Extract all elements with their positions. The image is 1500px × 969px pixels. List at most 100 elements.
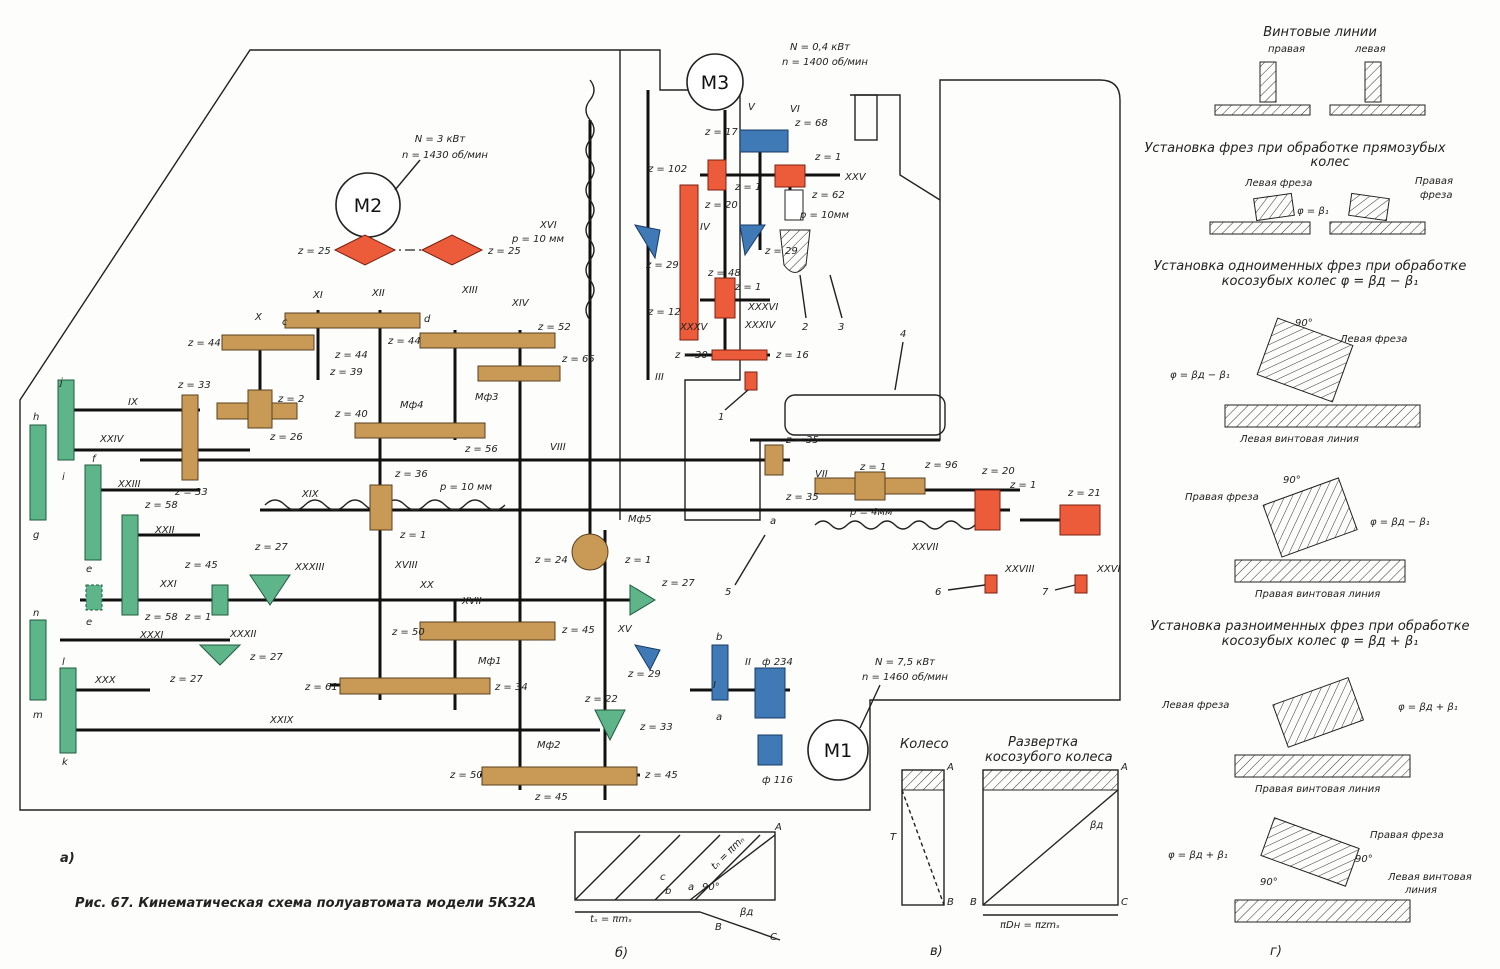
- svg-text:z = 45: z = 45: [644, 770, 678, 781]
- svg-text:z = 16: z = 16: [775, 350, 809, 361]
- machine-outline: [19, 49, 1121, 811]
- svg-text:p = 10 мм: p = 10 мм: [511, 234, 565, 245]
- svg-text:г): г): [1270, 944, 1282, 959]
- svg-text:z = 1: z = 1: [814, 152, 841, 163]
- svg-text:M2: M2: [354, 195, 382, 217]
- svg-text:5: 5: [725, 587, 731, 598]
- svg-text:Установка разноименных фрез пр: Установка разноименных фрез при обработк…: [1151, 619, 1470, 634]
- change-gear-letters: h j i f g e e n l m k a b c d a: [33, 314, 776, 768]
- svg-text:tₛ = πmₛ: tₛ = πmₛ: [590, 914, 632, 925]
- svg-text:XXX: XXX: [94, 675, 117, 686]
- svg-text:l: l: [62, 657, 65, 668]
- svg-text:z = 1: z = 1: [184, 612, 211, 623]
- panel-b: A B C a b c tₛ = πmₛ tₙ = πmₙ 90° βд б): [574, 822, 782, 961]
- svg-text:Развертка: Развертка: [1008, 735, 1078, 750]
- svg-text:p = 4мм: p = 4мм: [849, 507, 893, 518]
- motor-m1: M1 N = 7,5 кВт n = 1460 об/мин: [807, 657, 948, 781]
- svg-text:e: e: [86, 564, 92, 575]
- svg-text:n: n: [33, 608, 39, 619]
- svg-text:N = 7,5 кВт: N = 7,5 кВт: [875, 657, 936, 668]
- svg-text:z = 62: z = 62: [811, 190, 845, 201]
- svg-text:косозубого колеса: косозубого колеса: [985, 750, 1113, 765]
- svg-text:VI: VI: [790, 104, 800, 115]
- svg-text:n = 1430 об/мин: n = 1430 об/мин: [402, 149, 488, 161]
- svg-text:a: a: [716, 712, 722, 723]
- svg-text:z = 96: z = 96: [924, 460, 958, 471]
- svg-text:n = 1400 об/мин: n = 1400 об/мин: [782, 56, 868, 68]
- svg-text:I: I: [713, 680, 716, 691]
- svg-text:z = 36: z = 36: [394, 469, 428, 480]
- svg-text:z = 27: z = 27: [169, 674, 203, 685]
- svg-text:z = 65: z = 65: [561, 354, 595, 365]
- svg-text:z = 68: z = 68: [794, 118, 828, 129]
- svg-text:XIII: XIII: [461, 285, 478, 296]
- gear-labels: z = 25 z = 25 z = 44 z = 44 z = 44 z = 5…: [144, 118, 1101, 803]
- svg-text:ф 116: ф 116: [762, 775, 793, 786]
- svg-text:M1: M1: [824, 740, 852, 762]
- svg-text:z = 27: z = 27: [661, 578, 695, 589]
- svg-text:Винтовые линии: Винтовые линии: [1263, 25, 1377, 40]
- svg-text:z = 45: z = 45: [184, 560, 218, 571]
- svg-text:XXIII: XXIII: [117, 479, 141, 490]
- svg-text:Правая фреза: Правая фреза: [1185, 492, 1259, 503]
- svg-text:z = 21: z = 21: [1067, 488, 1101, 499]
- svg-text:XII: XII: [371, 288, 385, 299]
- svg-text:z = 102: z = 102: [647, 164, 687, 175]
- svg-text:Мф3: Мф3: [475, 392, 499, 403]
- svg-text:Мф1: Мф1: [478, 656, 502, 667]
- lead-screw-xvi: [585, 79, 595, 321]
- blue-gears: [633, 129, 789, 766]
- svg-text:Правая винтовая линия: Правая винтовая линия: [1255, 784, 1380, 795]
- svg-text:90°: 90°: [1295, 318, 1313, 329]
- shaft-labels: I II III IV V VI VII VIII IX X XI XII XI…: [94, 102, 1121, 726]
- svg-text:XIV: XIV: [511, 298, 530, 309]
- svg-text:z = 1: z = 1: [399, 530, 426, 541]
- panel-v: Колесо Развертка косозубого колеса A B T…: [890, 735, 1128, 959]
- svg-text:k: k: [62, 757, 69, 768]
- svg-text:XXVIII: XXVIII: [1004, 564, 1034, 575]
- svg-text:левая: левая: [1354, 44, 1386, 55]
- svg-text:XXIV: XXIV: [99, 434, 125, 445]
- svg-text:n = 1460 об/мин: n = 1460 об/мин: [862, 671, 948, 683]
- svg-text:f: f: [92, 454, 97, 465]
- svg-text:XXI: XXI: [159, 579, 177, 590]
- svg-text:II: II: [745, 657, 751, 668]
- svg-text:косозубых колес φ = βд + β₁: косозубых колес φ = βд + β₁: [1222, 634, 1419, 649]
- svg-text:z = 35: z = 35: [785, 435, 819, 446]
- svg-text:Левая винтовая линия: Левая винтовая линия: [1239, 434, 1359, 445]
- svg-text:βд: βд: [739, 907, 753, 918]
- svg-text:j: j: [58, 377, 63, 388]
- svg-text:z = 29: z = 29: [764, 246, 798, 257]
- svg-text:XXXI: XXXI: [139, 630, 164, 641]
- svg-text:z = 29: z = 29: [627, 669, 661, 680]
- pointer-numbers: 1 2 3 4 5 6 7: [718, 274, 1076, 598]
- svg-text:фреза: фреза: [1420, 190, 1453, 201]
- svg-text:z = 1: z = 1: [1009, 480, 1036, 491]
- svg-text:XXXV: XXXV: [679, 322, 709, 333]
- svg-text:z = 39: z = 39: [329, 367, 363, 378]
- svg-text:c: c: [660, 872, 666, 883]
- svg-text:в): в): [930, 944, 943, 959]
- svg-text:z = 1: z = 1: [734, 182, 761, 193]
- svg-text:C: C: [770, 932, 777, 943]
- svg-text:βд: βд: [1089, 820, 1103, 831]
- svg-text:90°: 90°: [1260, 877, 1278, 888]
- svg-text:б): б): [615, 946, 628, 961]
- svg-text:Правая фреза: Правая фреза: [1370, 830, 1444, 841]
- svg-text:90°: 90°: [702, 882, 720, 893]
- svg-text:z = 12: z = 12: [647, 307, 681, 318]
- svg-text:XXXIII: XXXIII: [294, 562, 324, 573]
- svg-text:z = 44: z = 44: [334, 350, 368, 361]
- svg-text:z = 20: z = 20: [981, 466, 1015, 477]
- svg-text:b: b: [665, 886, 671, 897]
- svg-text:IV: IV: [700, 222, 711, 233]
- svg-text:z = 20: z = 20: [704, 200, 738, 211]
- svg-text:z = 58: z = 58: [144, 500, 178, 511]
- svg-text:Установка фрез при обработке п: Установка фрез при обработке прямозубых: [1144, 141, 1445, 156]
- svg-text:p = 10мм: p = 10мм: [799, 210, 849, 221]
- svg-text:Колесо: Колесо: [900, 737, 949, 752]
- svg-text:ф 234: ф 234: [762, 657, 793, 668]
- svg-text:a: a: [688, 882, 694, 893]
- svg-text:a: a: [770, 516, 776, 527]
